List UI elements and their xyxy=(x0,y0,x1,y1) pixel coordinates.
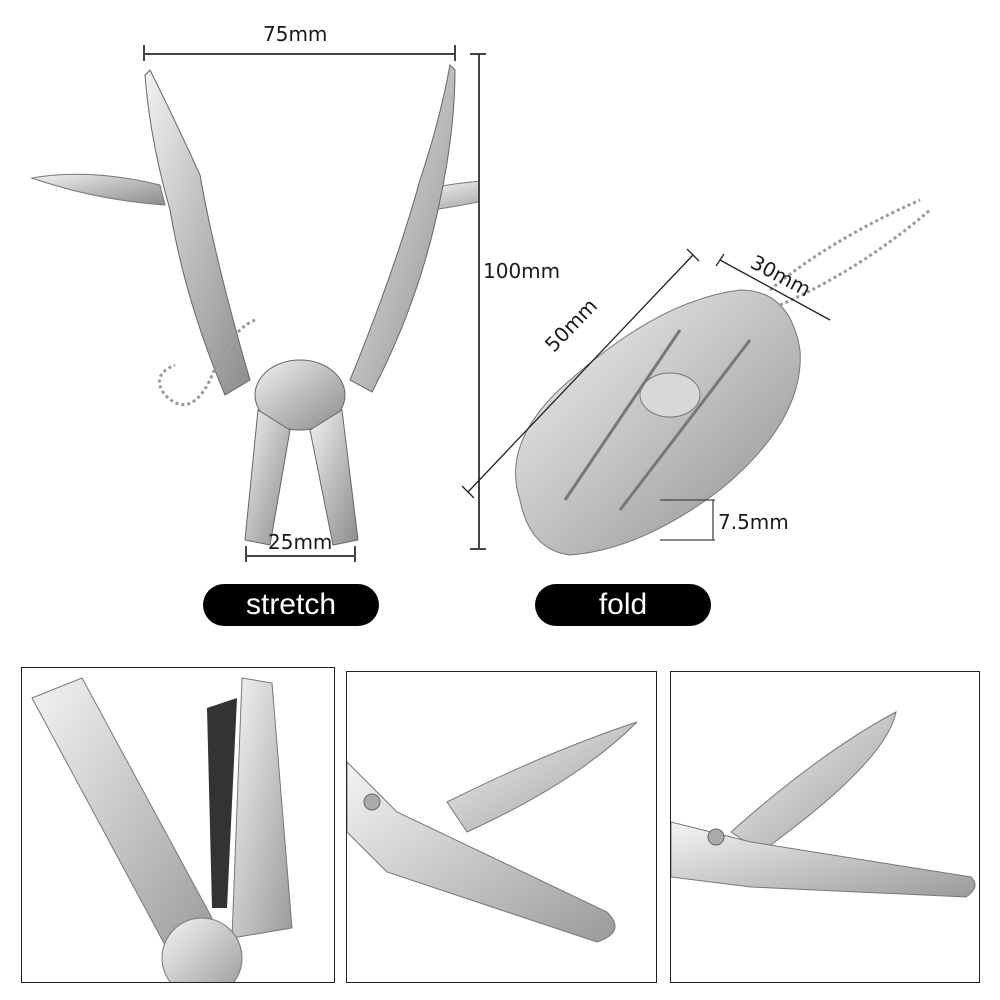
jaw-dimension-label: 25mm xyxy=(268,530,333,554)
fold-thickness-label: 7.5mm xyxy=(718,510,789,534)
dimension-tick xyxy=(470,548,486,550)
width-dimension-label: 75mm xyxy=(263,22,328,46)
dimension-tick xyxy=(354,546,356,562)
dimension-line-width xyxy=(143,53,455,55)
fold-label: fold xyxy=(598,588,648,621)
stretch-label-pill: stretch xyxy=(203,584,379,626)
fold-label-pill: fold xyxy=(535,584,711,626)
dimension-tick xyxy=(245,546,247,562)
panel-plier-jaws xyxy=(21,667,335,983)
dimension-tick xyxy=(454,45,456,61)
dimension-tick xyxy=(470,53,486,55)
stretch-label: stretch xyxy=(245,588,337,621)
stretched-multitool-image xyxy=(0,0,480,570)
panel-knife-file xyxy=(670,671,980,983)
dimension-line-jaw xyxy=(245,555,355,557)
panel-knife-screwdriver xyxy=(346,671,657,983)
dimension-tick xyxy=(143,45,145,61)
